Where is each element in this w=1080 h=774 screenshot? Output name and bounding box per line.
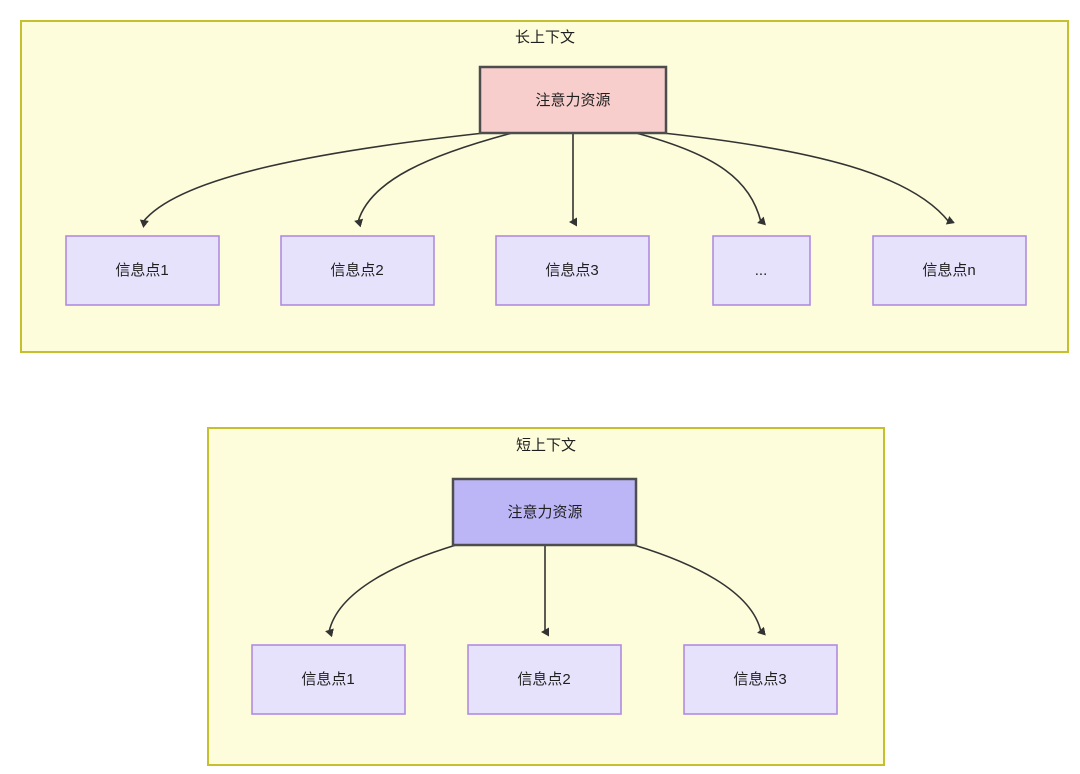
short-context-edges [325, 544, 766, 638]
section-long-context: 长上下文 注意力资源 信息点1 信息点2 [20, 20, 1069, 353]
info-point-box[interactable] [872, 235, 1027, 306]
attention-resource-label-short: 注意力资源 [507, 503, 582, 521]
info-point-ellipsis-label: ... [755, 262, 768, 279]
section-short-context: 短上下文 注意力资源 信息点1 信息点2 [207, 427, 885, 766]
short-context-leaf-node-2[interactable]: 信息点2 [467, 644, 622, 715]
edge-attention-to-point3 [633, 544, 766, 636]
info-point-box[interactable] [467, 644, 622, 715]
edge-attention-to-point1 [325, 544, 457, 638]
edge-attention-to-point1 [139, 132, 485, 229]
short-context-title: 短上下文 [516, 437, 576, 454]
info-point-label: 信息点3 [733, 671, 786, 688]
info-point-box[interactable] [251, 644, 406, 715]
info-point-label: 信息点2 [517, 671, 570, 688]
info-point-box[interactable] [65, 235, 220, 306]
info-point-box[interactable] [683, 644, 838, 715]
attention-resource-box-long[interactable] [478, 65, 668, 135]
attention-resource-box-short[interactable] [451, 477, 638, 547]
info-point-label: 信息点2 [330, 262, 383, 279]
info-point-label: 信息点3 [545, 262, 598, 279]
short-context-leaf-node-1[interactable]: 信息点1 [251, 644, 406, 715]
edge-attention-to-ellipsis [635, 132, 767, 226]
edge-attention-to-pointn [662, 132, 955, 225]
long-context-leaf-node-3[interactable]: 信息点3 [495, 235, 650, 306]
long-context-leaf-node-ellipsis[interactable]: ... [712, 235, 811, 306]
long-context-attention-node[interactable]: 注意力资源 [478, 65, 668, 135]
info-point-box[interactable] [280, 235, 435, 306]
long-context-leaf-node-n[interactable]: 信息点n [872, 235, 1027, 306]
info-point-label: 信息点1 [301, 671, 354, 688]
long-context-leaf-node-2[interactable]: 信息点2 [280, 235, 435, 306]
info-point-label: 信息点n [922, 262, 975, 279]
info-point-ellipsis-box[interactable] [712, 235, 811, 306]
short-context-attention-node[interactable]: 注意力资源 [451, 477, 638, 547]
info-point-label: 信息点1 [115, 262, 168, 279]
short-context-leaf-node-3[interactable]: 信息点3 [683, 644, 838, 715]
info-point-box[interactable] [495, 235, 650, 306]
attention-resource-label-long: 注意力资源 [535, 91, 610, 109]
edge-attention-to-point2 [354, 132, 513, 228]
long-context-leaf-node-1[interactable]: 信息点1 [65, 235, 220, 306]
long-context-title: 长上下文 [515, 29, 575, 46]
long-context-edges [139, 132, 955, 229]
